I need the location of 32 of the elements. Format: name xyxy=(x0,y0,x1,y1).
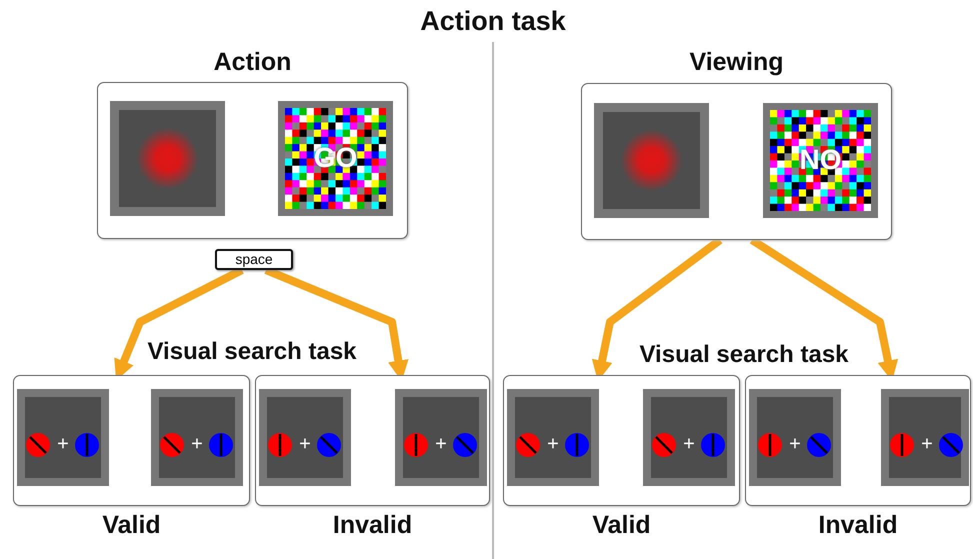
panel-heading: Action xyxy=(212,47,292,77)
panel-heading: Invalid xyxy=(332,510,414,540)
cue-word: GO xyxy=(312,142,358,174)
fixation-cross: + xyxy=(920,432,934,456)
diagram-title: Action task xyxy=(419,6,567,37)
monitor-screen xyxy=(763,103,878,218)
monitor-screen xyxy=(395,389,487,486)
monitor-screen xyxy=(110,101,225,216)
monitor-screen xyxy=(881,389,969,486)
panel-heading: Valid xyxy=(591,510,652,540)
fixation-cross: + xyxy=(298,432,312,456)
fixation-cross: + xyxy=(190,432,204,456)
panel-heading: Valid xyxy=(101,510,162,540)
panel-heading: Viewing xyxy=(688,47,784,77)
fixation-cross: + xyxy=(56,432,70,456)
section-heading: Visual search task xyxy=(638,341,850,369)
fixation-cross: + xyxy=(434,432,448,456)
cue-word: NO xyxy=(798,144,842,176)
section-heading: Visual search task xyxy=(146,338,358,366)
fixation-cross: + xyxy=(546,432,560,456)
monitor-screen xyxy=(259,389,351,486)
monitor-screen xyxy=(594,103,709,218)
monitor-screen xyxy=(17,389,109,486)
monitor-screen xyxy=(643,389,735,486)
fixation-cross: + xyxy=(682,432,696,456)
monitor-screen xyxy=(507,389,599,486)
monitor-screen xyxy=(749,389,841,486)
fixation-cross: + xyxy=(788,432,802,456)
panel-heading: Invalid xyxy=(817,510,899,540)
keyboard-key: space xyxy=(215,249,293,270)
monitor-screen xyxy=(151,389,243,486)
monitor-screen xyxy=(278,101,393,216)
